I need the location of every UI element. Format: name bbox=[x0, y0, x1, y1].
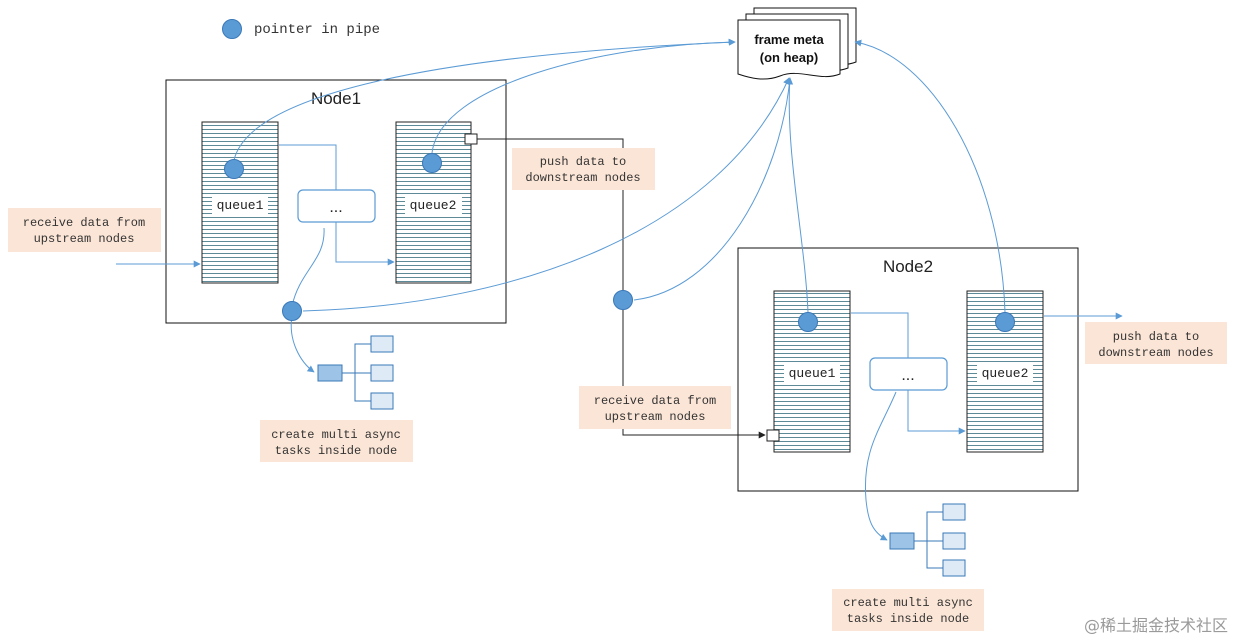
svg-text:upstream nodes: upstream nodes bbox=[605, 410, 706, 424]
note-tasks-node1: create multi async tasks inside node bbox=[260, 420, 413, 462]
node2: Node2 queue1 queue2 ... bbox=[737, 247, 1079, 492]
node-connector bbox=[477, 138, 766, 439]
svg-text:push data to: push data to bbox=[540, 155, 626, 169]
node2-queue1-label: queue1 bbox=[789, 366, 836, 381]
node1: Node1 queue1 queue2 ... bbox=[165, 79, 507, 324]
svg-text:tasks inside node: tasks inside node bbox=[847, 612, 969, 626]
note-receive-node2: receive data from upstream nodes bbox=[579, 386, 731, 429]
pointer-in-pipe bbox=[613, 290, 633, 310]
task-tree-node2 bbox=[889, 503, 966, 577]
pointer-node1-async bbox=[282, 301, 302, 321]
svg-text:downstream nodes: downstream nodes bbox=[1098, 346, 1213, 360]
note-push-node2: push data to downstream nodes bbox=[1085, 322, 1227, 364]
legend-label: pointer in pipe bbox=[254, 22, 380, 38]
node2-ellipsis: ... bbox=[901, 367, 914, 384]
note-receive-node1: receive data from upstream nodes bbox=[8, 208, 161, 252]
node1-title: Node1 bbox=[311, 89, 361, 108]
watermark: @稀土掘金技术社区 bbox=[1084, 616, 1228, 635]
task-tree-node1 bbox=[317, 335, 394, 410]
frame-meta-line2: (on heap) bbox=[760, 50, 819, 65]
svg-text:receive data from: receive data from bbox=[23, 216, 145, 230]
node2-queue2-label: queue2 bbox=[982, 366, 1029, 381]
svg-text:tasks inside node: tasks inside node bbox=[275, 444, 397, 458]
node1-output-port bbox=[464, 133, 478, 145]
frame-meta-line1: frame meta bbox=[754, 32, 824, 47]
pointer-node2-queue2 bbox=[995, 312, 1015, 332]
frame-meta: frame meta (on heap) bbox=[737, 7, 857, 80]
node2-title: Node2 bbox=[883, 257, 933, 276]
svg-text:push data to: push data to bbox=[1113, 330, 1199, 344]
node1-queue2-label: queue2 bbox=[410, 198, 457, 213]
note-tasks-node2: create multi async tasks inside node bbox=[832, 589, 984, 631]
svg-text:downstream nodes: downstream nodes bbox=[525, 171, 640, 185]
node2-box bbox=[737, 247, 1079, 492]
node2-input-port bbox=[766, 429, 780, 442]
svg-text:upstream nodes: upstream nodes bbox=[34, 232, 135, 246]
note-push-node1: push data to downstream nodes bbox=[512, 148, 655, 190]
node1-box bbox=[165, 79, 507, 324]
pointer-icon bbox=[222, 19, 242, 39]
legend: pointer in pipe bbox=[222, 19, 380, 39]
pointer-node1-queue2 bbox=[422, 153, 442, 173]
node1-queue1-label: queue1 bbox=[217, 198, 264, 213]
svg-text:create multi async: create multi async bbox=[843, 596, 973, 610]
node1-ellipsis: ... bbox=[329, 199, 342, 216]
pointer-node1-queue1 bbox=[224, 159, 244, 179]
svg-text:create multi async: create multi async bbox=[271, 428, 401, 442]
pointer-node2-queue1 bbox=[798, 312, 818, 332]
svg-text:receive data from: receive data from bbox=[594, 394, 716, 408]
